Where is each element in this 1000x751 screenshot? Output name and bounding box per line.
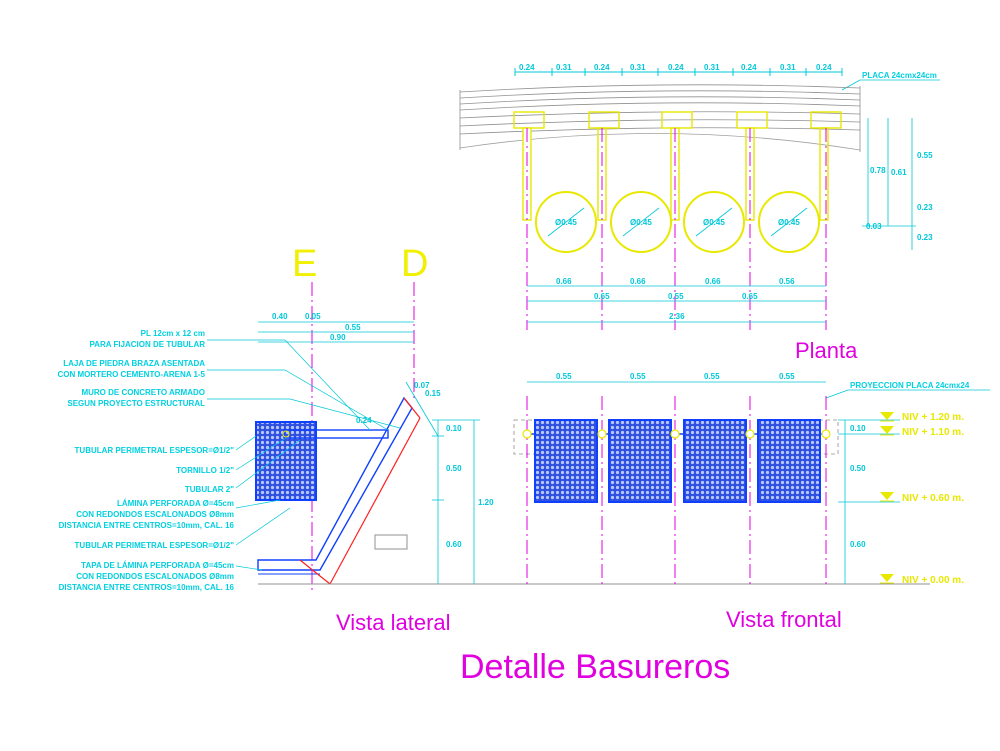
frontal-bin-2 — [608, 419, 672, 503]
lateral-drain-box — [374, 534, 408, 550]
frontal-levels: NIV + 1.20 m. NIV + 1.10 m. NIV + 0.60 m… — [880, 412, 964, 586]
plan-right-dim-4: 0.23 — [917, 203, 933, 212]
level-1-20: NIV + 1.20 m. — [902, 412, 964, 423]
lateral-top-dim-4: 0.90 — [330, 333, 346, 342]
axis-e-label: E — [292, 243, 317, 285]
frontal-bins — [534, 419, 821, 503]
frontal-right-dim-1: 0.10 — [850, 424, 866, 433]
plan-top-dim-3: 0.24 — [594, 63, 610, 72]
lateral-top-dim-2: 0.05 — [305, 312, 321, 321]
lateral-top-dim-3: 0.55 — [345, 323, 361, 332]
plan-bottom-dim-5: 0.65 — [594, 292, 610, 301]
lateral-support-bar — [283, 429, 389, 439]
lateral-right-dim-1: 0.10 — [446, 424, 462, 433]
lateral-view-title: Vista lateral — [336, 610, 451, 635]
plan-bottom-dim-2: 0.66 — [630, 277, 646, 286]
lateral-right-dim-3: 1.20 — [478, 498, 494, 507]
plan-bottom-dim-1: 0.66 — [556, 277, 572, 286]
plan-right-dim-3: 0.55 — [917, 151, 933, 160]
plan-top-dim-6: 0.31 — [704, 63, 720, 72]
plan-right-dim-2: 0.61 — [891, 168, 907, 177]
lateral-bin — [255, 421, 317, 501]
frontal-bin-3 — [683, 419, 747, 503]
note-lid-2: CON REDONDOS ESCALONADOS Ø8mm — [76, 572, 234, 581]
note-bolt: TORNILLO 1/2" — [176, 466, 234, 475]
plan-right-dim-1: 0.78 — [870, 166, 886, 175]
lateral-notes: PL 12cm x 12 cm PARA FIJACION DE TUBULAR… — [57, 329, 234, 592]
frontal-view-title: Vista frontal — [726, 607, 842, 632]
lateral-angle-dim-1: 0.07 — [414, 381, 430, 390]
plan-total-dim: 2.36 — [669, 312, 685, 321]
plan-bottom-dim-6: 0.55 — [668, 292, 684, 301]
plan-top-dim-1: 0.24 — [519, 63, 535, 72]
plan-top-dim-8: 0.31 — [780, 63, 796, 72]
axis-d-label: D — [401, 243, 428, 285]
note-sheet-2: CON REDONDOS ESCALONADOS Ø8mm — [76, 510, 234, 519]
plan-top-dim-7: 0.24 — [741, 63, 757, 72]
frontal-top-dim-1: 0.55 — [556, 372, 572, 381]
note-lid-3: DISTANCIA ENTRE CENTROS=10mm, CAL. 16 — [59, 583, 235, 592]
lateral-angle-dim-3: 0.24 — [356, 416, 372, 425]
frontal-bin-4 — [757, 419, 821, 503]
plan-bins — [535, 191, 820, 253]
frontal-plate-label: PROYECCION PLACA 24cmx24 — [850, 381, 970, 390]
plan-right-dim-5: 0.23 — [917, 233, 933, 242]
note-stone-1: LAJA DE PIEDRA BRAZA ASENTADA — [63, 359, 205, 368]
frontal-right-dim-3: 0.60 — [850, 540, 866, 549]
plan-curved-wall — [459, 84, 861, 152]
note-plate-1: PL 12cm x 12 cm — [141, 329, 205, 338]
frontal-right-dim-2: 0.50 — [850, 464, 866, 473]
note-tubular-2: TUBULAR 2" — [185, 485, 234, 494]
frontal-top-dim-4: 0.55 — [779, 372, 795, 381]
lateral-right-dim-4: 0.60 — [446, 540, 462, 549]
note-stone-2: CON MORTERO CEMENTO-ARENA 1-5 — [57, 370, 205, 379]
plan-bin-diameter-2: Ø0.45 — [630, 218, 652, 227]
plan-right-dim-6: 0.03 — [866, 222, 882, 231]
drawing-title: Detalle Basureros — [460, 648, 730, 686]
plan-view-title: Planta — [795, 338, 858, 363]
frontal-top-dim-3: 0.55 — [704, 372, 720, 381]
frontal-bin-1 — [534, 419, 598, 503]
plan-top-dim-ticks — [514, 68, 843, 76]
frontal-top-dim-2: 0.55 — [630, 372, 646, 381]
plan-bin-diameter-1: Ø0.45 — [555, 218, 577, 227]
note-sheet-1: LÁMINA PERFORADA Ø=45cm — [117, 499, 234, 508]
note-tubular-1: TUBULAR PERIMETRAL ESPESOR=Ø1/2" — [75, 446, 235, 455]
plan-plate-label: PLACA 24cmx24cm — [862, 71, 937, 80]
plan-centerlines — [526, 128, 827, 330]
note-plate-2: PARA FIJACION DE TUBULAR — [89, 340, 205, 349]
lateral-right-dim-2: 0.50 — [446, 464, 462, 473]
note-sheet-3: DISTANCIA ENTRE CENTROS=10mm, CAL. 16 — [59, 521, 235, 530]
plan-top-dim-4: 0.31 — [630, 63, 646, 72]
note-lid-1: TAPA DE LÁMINA PERFORADA Ø=45cm — [81, 561, 234, 570]
plan-top-dim-5: 0.24 — [668, 63, 684, 72]
note-tubular-3: TUBULAR PERIMETRAL ESPESOR=Ø1/2" — [75, 541, 235, 550]
lateral-top-dim-1: 0.40 — [272, 312, 288, 321]
plan-view: 0.24 0.31 0.24 0.31 0.24 0.31 0.24 0.31 … — [459, 63, 940, 363]
note-wall-1: MURO DE CONCRETO ARMADO — [81, 388, 205, 397]
frontal-view: 0.55 0.55 0.55 0.55 PROYECCION PLACA 24c… — [513, 372, 990, 632]
plan-bottom-dim-7: 0.65 — [742, 292, 758, 301]
lateral-view: E D 0.40 0.05 0.55 0.90 0.07 0.15 0.24 — [57, 243, 930, 635]
level-1-10: NIV + 1.10 m. — [902, 427, 964, 438]
lateral-angle-dim-2: 0.15 — [425, 389, 441, 398]
level-0-60: NIV + 0.60 m. — [902, 493, 964, 504]
plan-bottom-dim-3: 0.66 — [705, 277, 721, 286]
note-wall-2: SEGUN PROYECTO ESTRUCTURAL — [67, 399, 205, 408]
lateral-sloped-wall — [257, 396, 421, 585]
plan-top-dim-9: 0.24 — [816, 63, 832, 72]
plan-bin-diameter-4: Ø0.45 — [778, 218, 800, 227]
level-0-00: NIV + 0.00 m. — [902, 575, 964, 586]
plan-top-dim-2: 0.31 — [556, 63, 572, 72]
plan-bottom-dim-4: 0.56 — [779, 277, 795, 286]
plan-bin-diameter-3: Ø0.45 — [703, 218, 725, 227]
